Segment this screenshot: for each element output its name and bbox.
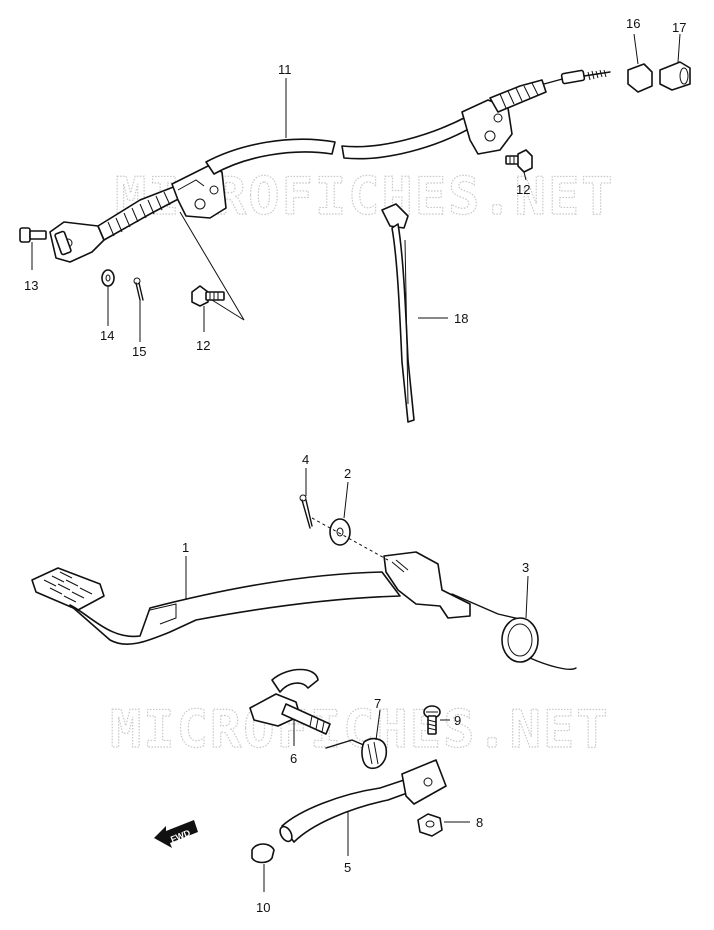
spring-clip xyxy=(325,737,388,770)
washer xyxy=(101,269,115,287)
return-spring xyxy=(451,593,577,670)
washer-pivot xyxy=(329,518,351,546)
callout-5: 5 xyxy=(344,860,351,875)
cable-nut xyxy=(659,61,691,91)
callout-13: 13 xyxy=(24,278,38,293)
callout-2: 2 xyxy=(344,466,351,481)
callout-12-upper: 12 xyxy=(516,182,530,197)
callout-17: 17 xyxy=(672,20,686,35)
callout-18: 18 xyxy=(454,311,468,326)
callout-15: 15 xyxy=(132,344,146,359)
cable-cap xyxy=(627,63,653,93)
callout-8: 8 xyxy=(476,815,483,830)
callout-14: 14 xyxy=(100,328,114,343)
watermark-bottom: MICROFICHES.NET xyxy=(110,700,610,760)
bolt xyxy=(19,227,47,243)
callout-11: 11 xyxy=(278,62,292,77)
forward-direction-badge: FWD xyxy=(154,820,198,848)
screw xyxy=(423,705,441,735)
brake-cable xyxy=(49,69,611,263)
callout-4: 4 xyxy=(302,452,309,467)
cotter-pin-pivot xyxy=(299,494,313,529)
brake-pedal xyxy=(31,551,471,645)
callout-3: 3 xyxy=(522,560,529,575)
callout-6: 6 xyxy=(290,751,297,766)
bolt-lower xyxy=(191,285,225,307)
callout-9: 9 xyxy=(454,713,461,728)
brake-rod xyxy=(279,759,447,843)
rod-nut xyxy=(417,813,443,837)
callout-7: 7 xyxy=(374,696,381,711)
callout-12-lower: 12 xyxy=(196,338,210,353)
rod-cap xyxy=(251,843,275,864)
bolt-upper xyxy=(505,149,533,173)
callout-1: 1 xyxy=(182,540,189,555)
callout-10: 10 xyxy=(256,900,270,915)
arrow-left-icon xyxy=(154,820,198,848)
brake-pin xyxy=(249,668,331,735)
cable-tie xyxy=(381,203,415,423)
cotter-pin xyxy=(133,277,144,301)
callout-16: 16 xyxy=(626,16,640,31)
